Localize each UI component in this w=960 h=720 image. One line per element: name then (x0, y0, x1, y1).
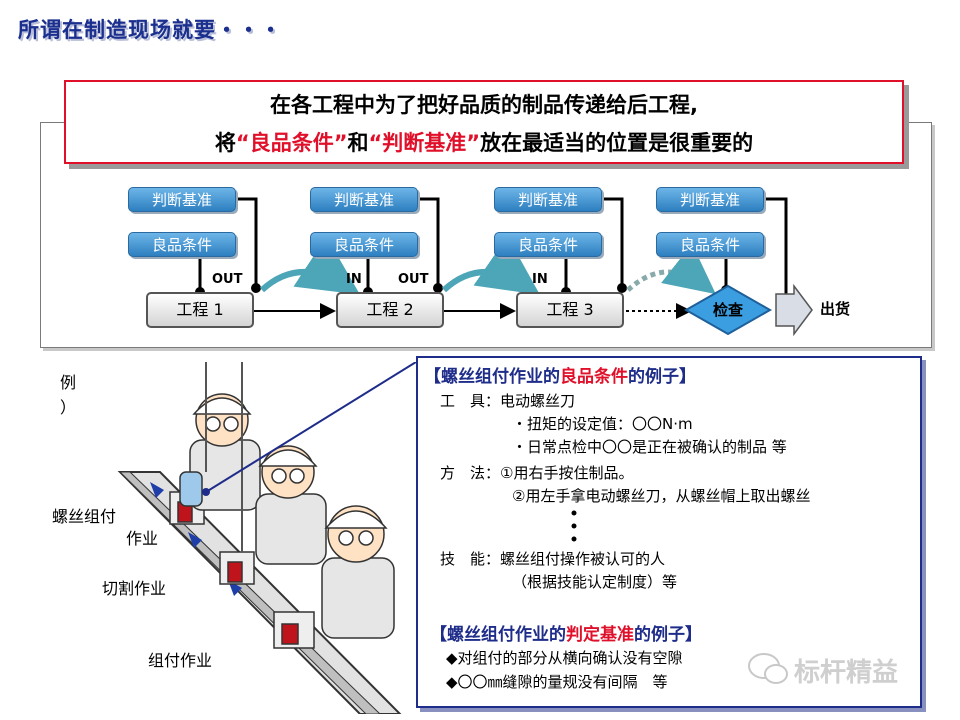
slide-title: 所谓在制造现场就要・・・ (18, 18, 282, 42)
process-box-2: 工程 2 (336, 292, 444, 328)
handoff-arrow-2 (441, 236, 540, 295)
watermark-text: 标杆精益 (794, 658, 899, 688)
shipping-label: 出货 (820, 300, 851, 318)
condition-pill-4: 良品条件 (656, 232, 764, 257)
key-message-banner: 在各工程中为了把好品质的制品传递给后工程, 将“良品条件”和“判断基准”放在最适… (64, 80, 904, 164)
example-panel (416, 356, 922, 708)
worker-1 (179, 393, 261, 511)
process-box-1: 工程 1 (146, 292, 254, 328)
method-line: 方 法：①用右手按住制品。 (440, 464, 634, 482)
heading-highlight: 判定基准 (566, 625, 634, 645)
dot (433, 283, 443, 293)
process-box-3: 工程 3 (516, 292, 624, 328)
flow-arrow (150, 482, 164, 498)
banner-text: 放在最适当的位置是很重要的 (480, 131, 754, 155)
heading-text: 的例子】 (634, 625, 702, 645)
flow-arrow (188, 532, 202, 548)
link-criteria-1 (236, 197, 258, 288)
skill-line: 技 能：螺丝组付操作被认可的人 (440, 550, 666, 568)
tool-detail-2: ・日常点检中〇〇是正在被确认的制品 等 (512, 438, 787, 456)
criteria-pill-3: 判断基准 (494, 187, 602, 212)
handoff-arrow-1 (259, 236, 361, 295)
process-flow-connectors (195, 197, 813, 337)
callout-line (205, 362, 417, 493)
banner-highlight-criteria: “判断基准” (368, 131, 481, 155)
worker-2 (255, 445, 327, 565)
criteria-pill-2: 判断基准 (310, 187, 418, 212)
dot (251, 283, 261, 293)
method-detail: ②用左手拿电动螺丝刀，从螺丝帽上取出螺丝 (512, 487, 811, 505)
banner-line-1: 在各工程中为了把好品质的制品传递给后工程, (270, 93, 698, 117)
screw-work-label-2: 作业 (126, 529, 159, 548)
dot (617, 283, 627, 293)
criteria-pill-1: 判断基准 (128, 187, 236, 212)
condition-pill-3: 良品条件 (494, 232, 602, 257)
criteria-item-1: ◆对组付的部分从横向确认没有空隙 (446, 649, 683, 667)
handoff-arrow-3 (626, 243, 716, 295)
callout-dot (202, 488, 210, 496)
cutting-work-label: 切割作业 (102, 579, 167, 598)
example-label: 例 (60, 373, 77, 392)
worker-3 (321, 505, 395, 639)
criteria-example-heading: 【螺丝组付作业的判定基准的例子】 (430, 620, 702, 645)
workers-illustration (117, 362, 417, 714)
banner-text: 和 (347, 131, 369, 155)
in-label-3: IN (532, 272, 548, 287)
link-criteria-3 (602, 197, 624, 288)
skill-detail: （根据技能认定制度）等 (512, 573, 678, 591)
condition-pill-1: 良品条件 (128, 232, 236, 257)
out-label-1: OUT (212, 272, 243, 287)
banner-highlight-condition: “良品条件” (235, 131, 348, 155)
criteria-pill-4: 判断基准 (656, 187, 764, 212)
tool-detail-1: ・扭矩的设定值：〇〇N·m (512, 415, 693, 433)
banner-line-2: 将“良品条件”和“判断基准”放在最适当的位置是很重要的 (66, 124, 902, 162)
condition-example-heading: 【螺丝组付作业的良品条件的例子】 (424, 362, 696, 387)
banner-text: 将 (214, 131, 236, 155)
link-criteria-4 (764, 197, 788, 300)
heading-text: 【螺丝组付作业的 (430, 625, 566, 645)
inspection-label: 检查 (712, 301, 743, 319)
condition-pill-2: 良品条件 (310, 232, 418, 257)
in-label-2: IN (346, 272, 362, 287)
heading-text: 【螺丝组付作业的 (424, 367, 560, 387)
out-label-2: OUT (398, 272, 429, 287)
heading-text: 的例子】 (628, 367, 696, 387)
screw-work-label-1: 螺丝组付 (52, 507, 117, 526)
tool-line: 工 具：电动螺丝刀 (440, 392, 576, 410)
assembly-work-label: 组付作业 (148, 651, 213, 670)
heading-highlight: 良品条件 (560, 367, 628, 387)
chat-bubble-icon (748, 653, 788, 684)
workpiece-part (281, 623, 299, 645)
workpiece-part (227, 561, 243, 583)
ellipsis-vertical-icon (571, 510, 577, 542)
shipping-arrow-shape (775, 283, 813, 337)
link-criteria-2 (418, 197, 440, 288)
criteria-item-2: ◆〇〇㎜缝隙的量规没有间隔 等 (446, 673, 668, 691)
example-paren: ） (60, 398, 77, 417)
inspection-diamond (683, 284, 773, 336)
